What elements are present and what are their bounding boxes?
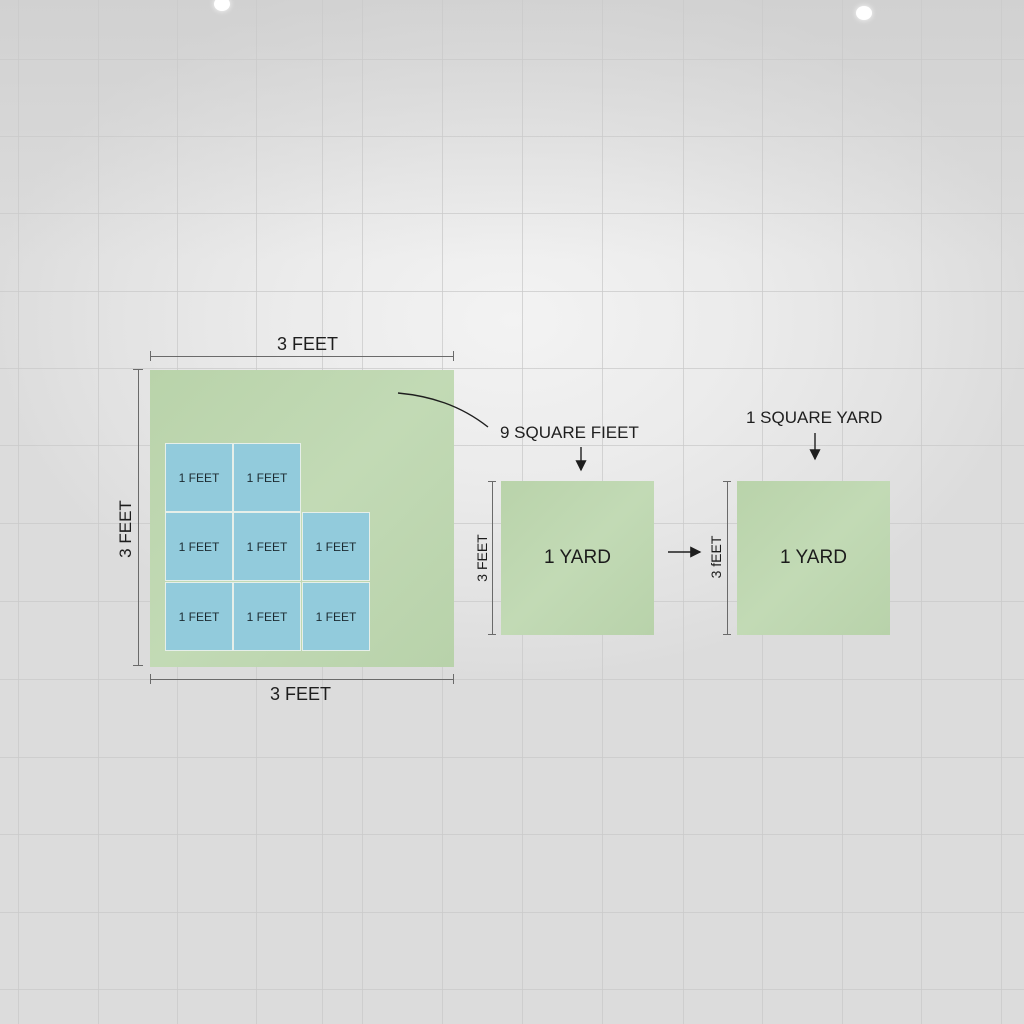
grid-line [0, 757, 1024, 758]
square-yard-title: 1 SQUARE YARD [746, 408, 883, 427]
dimension-tick [723, 634, 731, 635]
tile-label: 1 FEET [246, 609, 288, 624]
top-dimension-label: 3 FEET [277, 334, 339, 354]
grid-line [0, 989, 1024, 990]
tile-1-feet: 1 FEET [165, 512, 233, 581]
nine-square-feet-label: 9 SQUARE FIEET [500, 423, 639, 442]
tile-label: 1 FEET [246, 470, 288, 485]
grid-line [0, 834, 1024, 835]
top-dimension-line [150, 356, 454, 357]
grid-line [18, 0, 19, 1024]
grid-line [0, 912, 1024, 913]
tile-1-feet: 1 FEET [233, 582, 301, 651]
middle-green-square: 1 YARD [501, 481, 654, 635]
ceiling-light-icon [214, 0, 230, 11]
dimension-tick [488, 634, 496, 635]
dimension-tick [453, 351, 454, 361]
left-dimension-label: 3 FEET [116, 500, 135, 558]
grid-line [0, 368, 1024, 369]
right-dimension-label: 3 fEET [708, 535, 724, 579]
middle-dimension-line [492, 481, 493, 635]
grid-line [0, 59, 1024, 60]
dimension-tick [133, 369, 143, 370]
dimension-tick [723, 481, 731, 482]
grid-line [683, 0, 684, 1024]
dimension-tick [133, 665, 143, 666]
grid-line [0, 445, 1024, 446]
tile-label: 1 FEET [178, 609, 220, 624]
tile-1-feet: 1 FEET [302, 512, 370, 581]
left-dimension-line [138, 369, 139, 666]
tile-label: 1 FEET [246, 539, 288, 554]
grid-line [1001, 0, 1002, 1024]
right-square-label: 1 YARD [780, 547, 847, 568]
grid-line [0, 679, 1024, 680]
right-dimension-line [727, 481, 728, 635]
grid-line [0, 291, 1024, 292]
tile-1-feet: 1 FEET [233, 512, 301, 581]
background-shade [0, 0, 1024, 260]
bottom-dimension-label: 3 FEET [270, 684, 332, 704]
tile-1-feet: 1 FEET [165, 443, 233, 512]
grid-line [0, 136, 1024, 137]
tile-1-feet: 1 FEET [165, 582, 233, 651]
dimension-tick [488, 481, 496, 482]
middle-dimension-label: 3 FEET [474, 534, 490, 582]
grid-line [921, 0, 922, 1024]
tile-1-feet: 1 FEET [302, 582, 370, 651]
tile-label: 1 FEET [178, 470, 220, 485]
dimension-tick [150, 351, 151, 361]
right-green-square: 1 YARD [737, 481, 890, 635]
dimension-tick [150, 674, 151, 684]
middle-square-label: 1 YARD [544, 547, 611, 568]
dimension-tick [453, 674, 454, 684]
tile-1-feet: 1 FEET [233, 443, 301, 512]
tile-label: 1 FEET [178, 539, 220, 554]
ceiling-light-icon [856, 6, 872, 20]
tile-label: 1 FEET [315, 539, 357, 554]
grid-line [98, 0, 99, 1024]
grid-line [0, 213, 1024, 214]
bottom-dimension-line [150, 679, 454, 680]
tile-label: 1 FEET [315, 609, 357, 624]
